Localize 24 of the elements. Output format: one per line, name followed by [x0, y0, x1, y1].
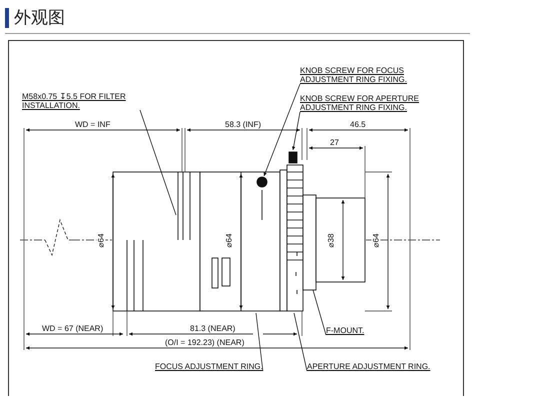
callout-text: APERTURE ADJUSTMENT RING.	[307, 362, 430, 371]
leader-line	[294, 312, 308, 372]
callout-text: F-MOUNT.	[326, 326, 364, 335]
dimension-label: 81.3 (NEAR)	[190, 324, 236, 333]
callout-text: M58x0.75 ↧5.5 FOR FILTER INSTALLATION.	[22, 92, 140, 110]
leader-line	[264, 84, 300, 176]
dimension-label: 58.3 (INF)	[225, 120, 262, 129]
callout-text: KNOB SCREW FOR FOCUS ADJUSTMENT RING FIXING.	[300, 66, 455, 84]
title: 外观图	[14, 7, 65, 29]
dimension-label: 27	[330, 138, 339, 147]
diameter-label: ⌀64	[371, 234, 380, 248]
dimension-label: 46.5	[350, 120, 366, 129]
dimension-label: (O/I = 192.23) (NEAR)	[165, 338, 244, 347]
diameter-label: ⌀64	[224, 234, 234, 248]
leader-line	[140, 110, 176, 216]
leader-line	[292, 112, 300, 150]
leader-line	[256, 312, 264, 372]
leader-line	[312, 290, 326, 336]
diameter-label: ⌀64	[96, 234, 106, 248]
callout-text: FOCUS ADJUSTMENT RING.	[155, 362, 263, 371]
dimension-label: WD = INF	[75, 120, 110, 129]
diameter-label: ⌀38	[326, 234, 336, 248]
callout-text: KNOB SCREW FOR APERTURE ADJUSTMENT RING FIXING.	[300, 94, 455, 112]
dimension-label: WD = 67 (NEAR)	[42, 324, 104, 333]
